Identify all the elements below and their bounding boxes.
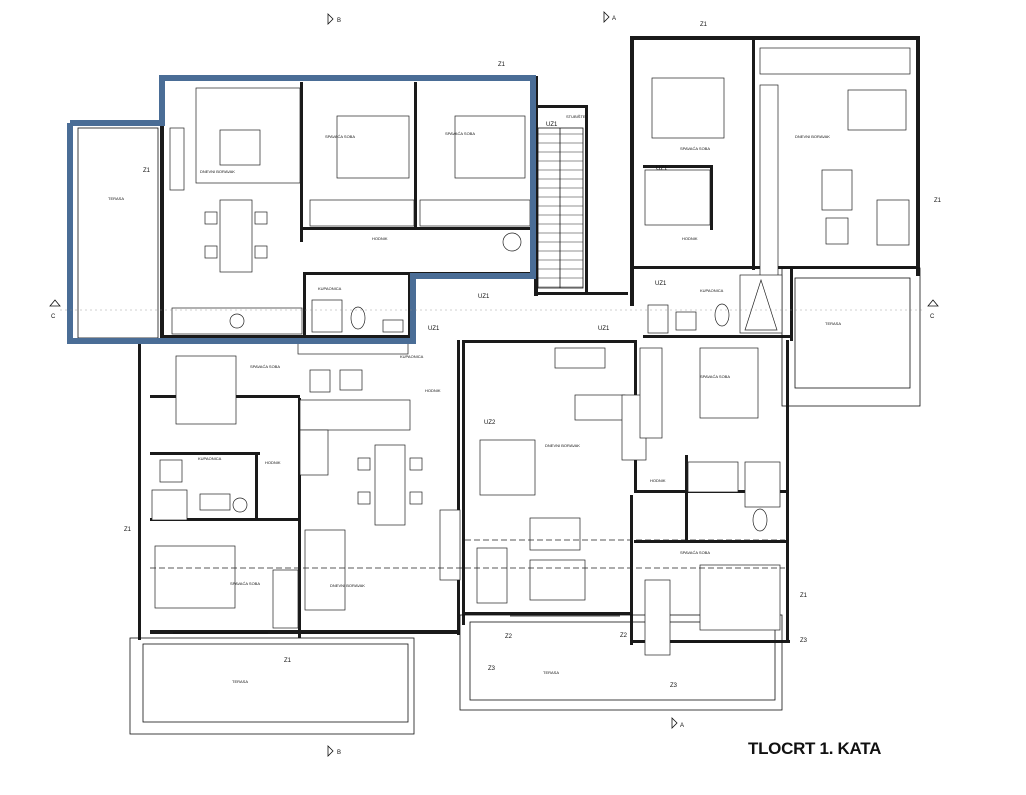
furniture (151, 47, 911, 656)
room-label: HODNIK (372, 236, 388, 241)
section-marker: B (337, 18, 341, 24)
door-label: UZ1 (478, 294, 490, 300)
axis-label: Z2 (505, 634, 513, 640)
axis-label: Z3 (800, 638, 808, 644)
axis-label: Z1 (700, 22, 708, 28)
door-label: UZ1 (598, 326, 610, 332)
staircase (537, 127, 584, 289)
door-label: UZ1 (546, 122, 558, 128)
terrace-east (794, 277, 911, 389)
section-marker: C (930, 314, 935, 320)
railings (129, 267, 921, 735)
room-label: SPAVAĆA SOBA (445, 131, 475, 136)
terrace-west (77, 127, 159, 339)
room-label: DNEVNI BORAVAK (795, 134, 830, 139)
terrace-south-east (469, 621, 776, 701)
door-label: UZ2 (484, 420, 496, 426)
room-label: SPAVAĆA SOBA (325, 134, 355, 139)
room-label: DNEVNI BORAVAK (330, 583, 365, 588)
axis-label: Z2 (620, 633, 628, 639)
room-label: KUPAONICA (198, 456, 222, 461)
room-label: KUPAONICA (400, 354, 424, 359)
room-label: DNEVNI BORAVAK (545, 443, 580, 448)
room-label: HODNIK (265, 460, 281, 465)
room-label: TERASA (825, 321, 841, 326)
dashed-lines (150, 539, 785, 569)
room-label: TERASA (108, 196, 124, 201)
section-marker: A (680, 723, 684, 729)
axis-label: Z1 (934, 198, 942, 204)
section-markers: B A B A C C (49, 11, 939, 757)
axis-label: Z1 (800, 593, 808, 599)
room-label: TERASA (543, 670, 559, 675)
door-label: UZ1 (656, 166, 668, 172)
door-label: UZ1 (428, 326, 440, 332)
room-label: SPAVAĆA SOBA (680, 550, 710, 555)
drawing-title: TLOCRT 1. KATA (748, 739, 881, 758)
room-label: SPAVAĆA SOBA (230, 581, 260, 586)
room-label: KUPAONICA (700, 288, 724, 293)
room-label: TERASA (232, 679, 248, 684)
room-labels: DNEVNI BORAVAK SPAVAĆA SOBA SPAVAĆA SOBA… (108, 114, 841, 684)
room-label: SPAVAĆA SOBA (680, 146, 710, 151)
terrace-south-west (142, 643, 409, 723)
axis-tags: Z1 Z1 Z1 Z1 Z1 Z1 Z1 Z2 Z2 Z3 Z3 Z3 UZ1 … (124, 22, 942, 689)
room-label: STUBIŠTE (566, 114, 586, 119)
axis-label: Z1 (284, 658, 292, 664)
room-label: SPAVAĆA SOBA (700, 374, 730, 379)
axis-label: Z1 (498, 62, 506, 68)
room-label: KUPAONICA (318, 286, 342, 291)
room-label: HODNIK (425, 388, 441, 393)
axis-label: Z1 (124, 527, 132, 533)
room-label: HODNIK (650, 478, 666, 483)
section-marker: B (337, 750, 341, 756)
room-label: DNEVNI BORAVAK (200, 169, 235, 174)
section-marker: C (51, 314, 56, 320)
room-label: HODNIK (682, 236, 698, 241)
axis-label: Z1 (143, 168, 151, 174)
door-label: UZ1 (655, 281, 667, 287)
room-label: SPAVAĆA SOBA (250, 364, 280, 369)
axis-label: Z3 (670, 683, 678, 689)
section-marker: A (612, 16, 616, 22)
selected-apartment-outline (67, 75, 536, 344)
axis-label: Z3 (488, 666, 496, 672)
